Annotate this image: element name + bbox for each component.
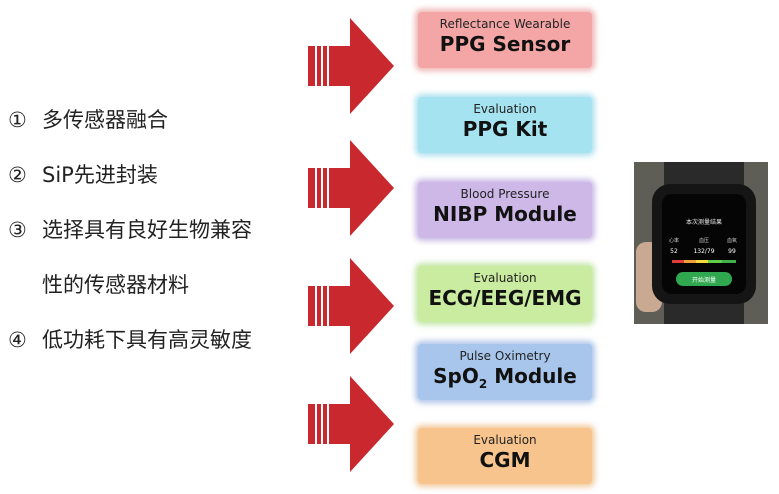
product-box-nibp-module: Blood Pressure NIBP Module: [418, 182, 592, 238]
smartwatch-photo: 本次测量结果 心率 血压 血氧 52 132/79 99 开始测量: [634, 162, 768, 324]
watch-label-blood-pressure: 血压: [699, 237, 709, 244]
product-title: CGM: [479, 448, 531, 472]
watch-label-spo2: 血氧: [727, 237, 737, 244]
arrow-shape: [308, 376, 394, 472]
arrow-shape: [308, 258, 394, 354]
feature-number: ②: [8, 163, 27, 187]
watch-value-spo2: 99: [728, 248, 736, 255]
product-title-subscript: 2: [478, 377, 488, 391]
product-title-suffix: Module: [487, 364, 577, 388]
product-subtitle: Evaluation: [473, 433, 537, 447]
feature-item-3-continued: 性的传感器材料: [8, 269, 189, 299]
arrow-shape: [308, 18, 394, 114]
feature-number: ④: [8, 328, 27, 352]
product-title: NIBP Module: [433, 202, 577, 226]
feature-text: SiP先进封装: [42, 163, 158, 187]
product-box-cgm: Evaluation CGM: [418, 428, 592, 484]
product-subtitle: Pulse Oximetry: [459, 349, 551, 363]
product-subtitle: Blood Pressure: [460, 187, 550, 201]
feature-item-3: ③ 选择具有良好生物兼容: [8, 214, 252, 244]
feature-text: 低功耗下具有高灵敏度: [42, 328, 252, 352]
feature-item-2: ② SiP先进封装: [8, 159, 158, 189]
feature-text: 性的传感器材料: [42, 273, 189, 297]
product-subtitle: Reflectance Wearable: [439, 17, 571, 31]
watch-value-heart-rate: 52: [670, 248, 678, 255]
product-title: ECG/EEG/EMG: [428, 286, 582, 310]
arrow-icon: [308, 376, 394, 472]
product-title-text: SpO: [433, 364, 479, 388]
product-box-ppg-kit: Evaluation PPG Kit: [418, 97, 592, 153]
product-title: PPG Kit: [462, 117, 548, 141]
product-box-ecg-eeg-emg: Evaluation ECG/EEG/EMG: [418, 266, 592, 322]
feature-item-1: ① 多传感器融合: [8, 104, 168, 134]
watch-start-button: [676, 272, 732, 286]
smartwatch-illustration: 本次测量结果 心率 血压 血氧 52 132/79 99 开始测量: [634, 162, 768, 324]
product-subtitle: Evaluation: [473, 271, 537, 285]
feature-item-4: ④ 低功耗下具有高灵敏度: [8, 324, 252, 354]
product-subtitle: Evaluation: [473, 102, 537, 116]
product-title: PPG Sensor: [439, 32, 571, 56]
arrow-icon: [308, 258, 394, 354]
arrow-shape: [308, 140, 394, 236]
product-box-ppg-sensor: Reflectance Wearable PPG Sensor: [418, 12, 592, 68]
feature-number: ①: [8, 108, 27, 132]
watch-start-button-label: 开始测量: [692, 276, 716, 284]
arrow-icon: [308, 140, 394, 236]
feature-text: 选择具有良好生物兼容: [42, 218, 252, 242]
watch-value-blood-pressure: 132/79: [693, 248, 714, 255]
product-title: SpO2 Module: [418, 363, 592, 397]
watch-label-heart-rate: 心率: [669, 237, 679, 244]
product-box-spo2-module: Pulse Oximetry SpO2 Module: [418, 344, 592, 400]
arrow-icon: [308, 18, 394, 114]
watch-header: 本次测量结果: [686, 218, 722, 226]
feature-number: ③: [8, 218, 27, 242]
feature-text: 多传感器融合: [42, 108, 168, 132]
